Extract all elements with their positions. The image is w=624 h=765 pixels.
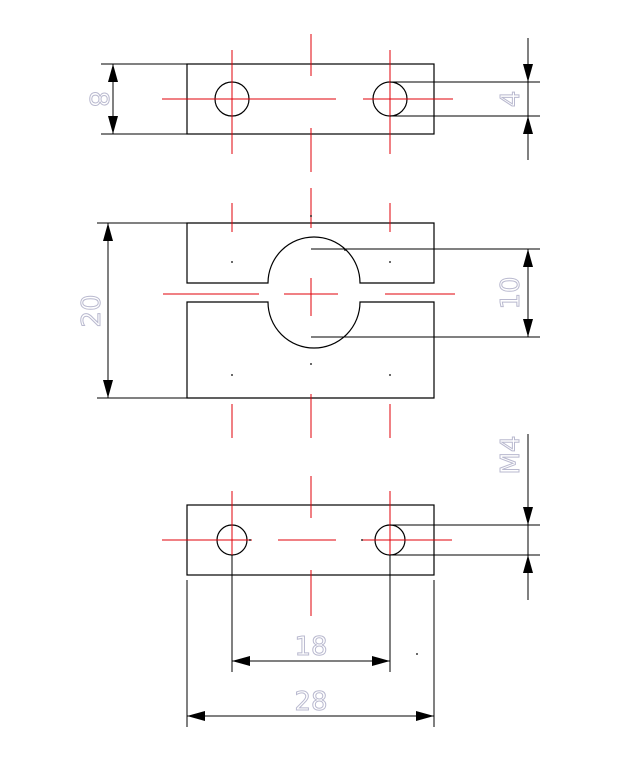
front-view-upper-jaw — [186, 222, 435, 284]
dimension-overall-width: 28 — [186, 580, 435, 727]
dimension-top-height: 8 — [83, 63, 187, 135]
front-view-center-dots — [231, 215, 391, 376]
dimension-label-10: 10 — [496, 276, 526, 309]
bottom-view-center-lines — [162, 476, 452, 616]
dimension-label-28: 28 — [294, 687, 327, 717]
top-view: 8 4 — [83, 34, 540, 172]
dimension-label-m4: M4 — [496, 436, 526, 475]
dimension-hole-spacing: 18 — [231, 555, 391, 672]
dimension-label-20: 20 — [77, 294, 107, 327]
front-view-center-lines — [163, 188, 455, 438]
top-view-center-lines — [162, 34, 453, 172]
dimension-bore: 10 — [311, 248, 540, 338]
dimension-top-hole: 4 — [390, 38, 540, 160]
dimension-label-8: 8 — [83, 91, 113, 108]
front-view-lower-jaw — [186, 301, 435, 399]
bottom-view: M4 18 28 — [162, 434, 540, 727]
bottom-view-center-dots — [249, 539, 418, 655]
dimension-label-4: 4 — [496, 91, 526, 108]
dimension-thread: M4 — [390, 434, 540, 600]
dimension-label-18: 18 — [294, 632, 327, 662]
front-view: 20 10 — [77, 188, 540, 438]
dimension-clamp-height: 20 — [77, 222, 187, 399]
